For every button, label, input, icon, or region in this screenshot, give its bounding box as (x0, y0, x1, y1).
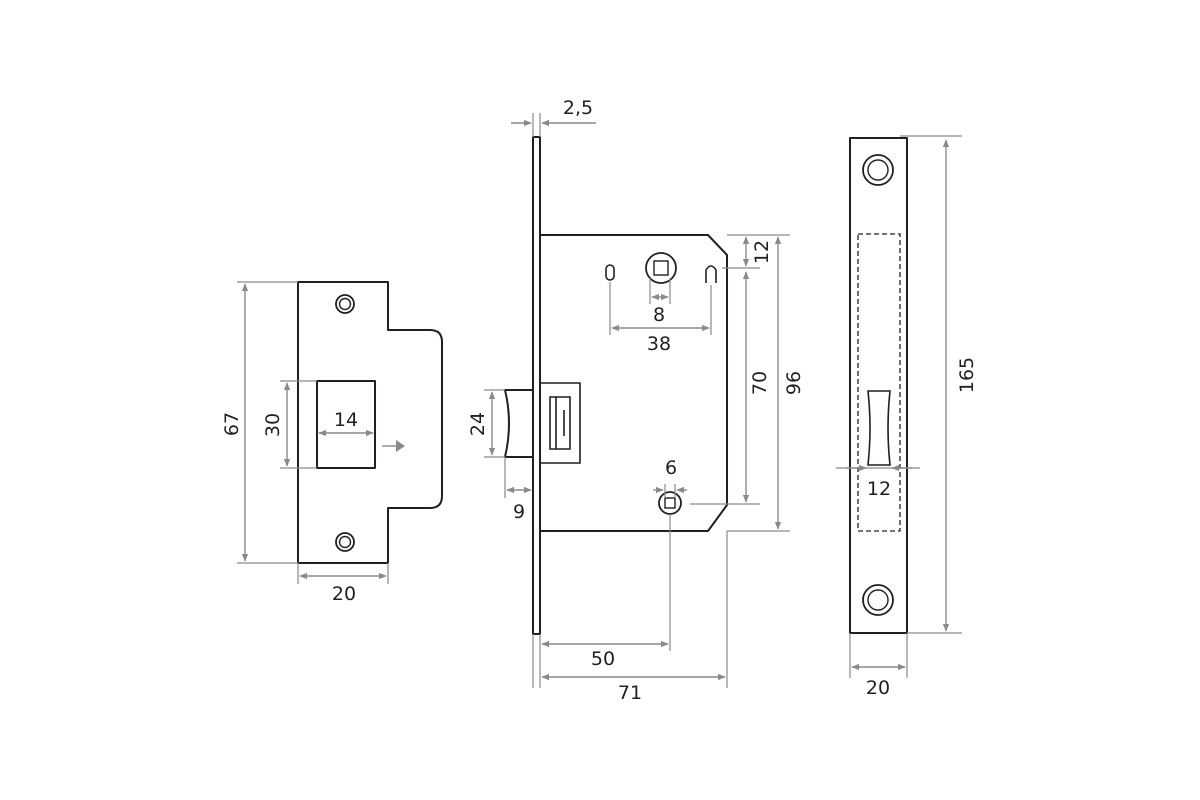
dim-spindle-square: 8 (649, 278, 671, 326)
strike-screw-hole-top (335, 294, 355, 314)
dim-faceplate-latch-width-label: 12 (867, 478, 891, 500)
strike-plate-view: 67 30 14 20 (221, 281, 443, 605)
faceplate-outline (849, 137, 908, 634)
dim-strike-opening-height: 30 (262, 380, 317, 469)
faceplate-screw-hole-bottom (862, 584, 894, 616)
dim-faceplate-length-label: 165 (956, 357, 978, 393)
dim-strike-height-label: 67 (221, 412, 243, 436)
spindle-hub (645, 252, 677, 284)
strike-opening (316, 380, 376, 469)
dim-strike-plate-width: 20 (297, 563, 389, 605)
dim-body-depth-label: 71 (618, 682, 642, 704)
latch-bolt (504, 389, 534, 458)
dim-hole-spacing-label: 70 (749, 371, 771, 395)
dim-faceplate-width-label: 20 (866, 677, 890, 699)
dim-faceplate-thickness-label: 2,5 (563, 97, 593, 119)
dim-body-height: 96 (727, 234, 805, 532)
dim-latch-projection-label: 9 (513, 501, 525, 523)
dim-lower-square: 6 (653, 457, 687, 498)
faceplate-hidden-case (857, 233, 901, 532)
dim-latch-height-label: 24 (467, 412, 489, 436)
dim-strike-opening-height-label: 30 (262, 413, 284, 437)
lock-body-view: 2,5 12 70 96 8 (467, 97, 805, 704)
dim-faceplate-latch-width: 12 (836, 464, 920, 500)
notch-right (705, 265, 717, 283)
dim-strike-plate-width-label: 20 (332, 583, 356, 605)
dim-hole-distance-label: 38 (647, 333, 671, 355)
dim-latch-projection: 9 (504, 457, 532, 523)
dim-strike-height: 67 (221, 281, 298, 564)
dim-backset-label: 50 (591, 648, 615, 670)
faceplate-screw-hole-top (862, 154, 894, 186)
dim-hole-spacing: 70 (690, 271, 771, 505)
dim-body-depth: 71 (539, 531, 728, 704)
dim-faceplate-length: 165 (900, 135, 978, 634)
dim-top-hole-offset-label: 12 (751, 240, 773, 264)
dim-strike-opening-width-label: 14 (334, 409, 358, 431)
dim-body-height-label: 96 (783, 371, 805, 395)
dim-backset: 50 (532, 514, 671, 688)
lock-faceplate-side (532, 136, 541, 635)
dim-strike-opening-width: 14 (318, 409, 374, 437)
slot-left (605, 264, 615, 281)
latch-mechanism (541, 382, 581, 464)
dim-lower-square-label: 6 (665, 457, 677, 479)
faceplate-view: 165 12 20 (836, 135, 978, 699)
strike-screw-hole-bottom (335, 532, 355, 552)
dim-hole-distance: 38 (609, 282, 712, 355)
dim-faceplate-width: 20 (849, 633, 908, 699)
direction-arrow (382, 440, 405, 452)
dim-top-hole-offset: 12 (722, 234, 773, 269)
faceplate-latch-outline (867, 390, 891, 466)
dim-spindle-square-label: 8 (653, 304, 665, 326)
dim-faceplate-thickness: 2,5 (511, 97, 596, 137)
lower-square-hub (658, 491, 682, 515)
dim-latch-height: 24 (467, 389, 505, 458)
lock-case-outline (539, 234, 728, 532)
